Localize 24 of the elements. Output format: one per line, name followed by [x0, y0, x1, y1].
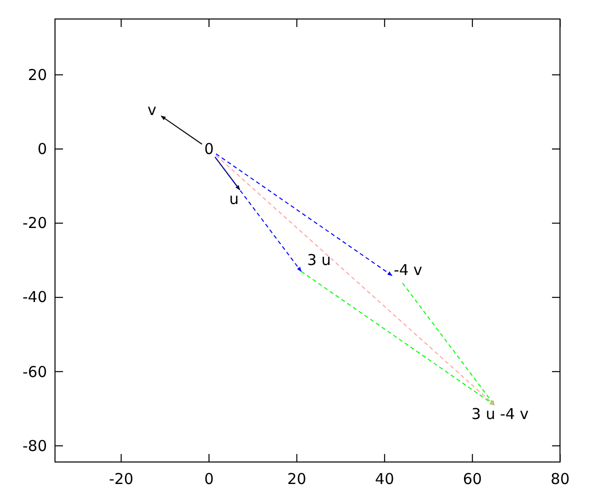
x-tick-label: 40 [375, 470, 394, 488]
vector-label: 3 u -4 v [468, 405, 532, 422]
vector-label: 3 u [302, 248, 336, 271]
x-tick-label: -20 [108, 470, 134, 488]
y-tick-label: -20 [22, 214, 47, 232]
x-tick-label: 80 [550, 470, 570, 488]
y-tick-label: 0 [37, 140, 47, 158]
x-tick-label: 20 [287, 470, 306, 488]
vector-arrow [402, 282, 495, 406]
vector-label: v [143, 102, 161, 118]
vector-arrow [216, 153, 392, 276]
x-tick-label: 60 [462, 470, 482, 488]
vector-arrow [160, 115, 202, 145]
y-tick-label: -80 [22, 436, 47, 455]
vector-arrow [214, 156, 302, 272]
vector-label: 0 [202, 141, 216, 157]
y-tick-label: 20 [28, 66, 47, 84]
vector-arrow [300, 270, 495, 406]
y-tick-label: -60 [22, 362, 47, 381]
vector-label: u [224, 190, 244, 208]
x-tick-label: 0 [204, 470, 214, 488]
y-tick-label: -40 [22, 288, 47, 306]
vector-arrow [216, 154, 495, 406]
vector-label: -4 v [392, 257, 424, 283]
